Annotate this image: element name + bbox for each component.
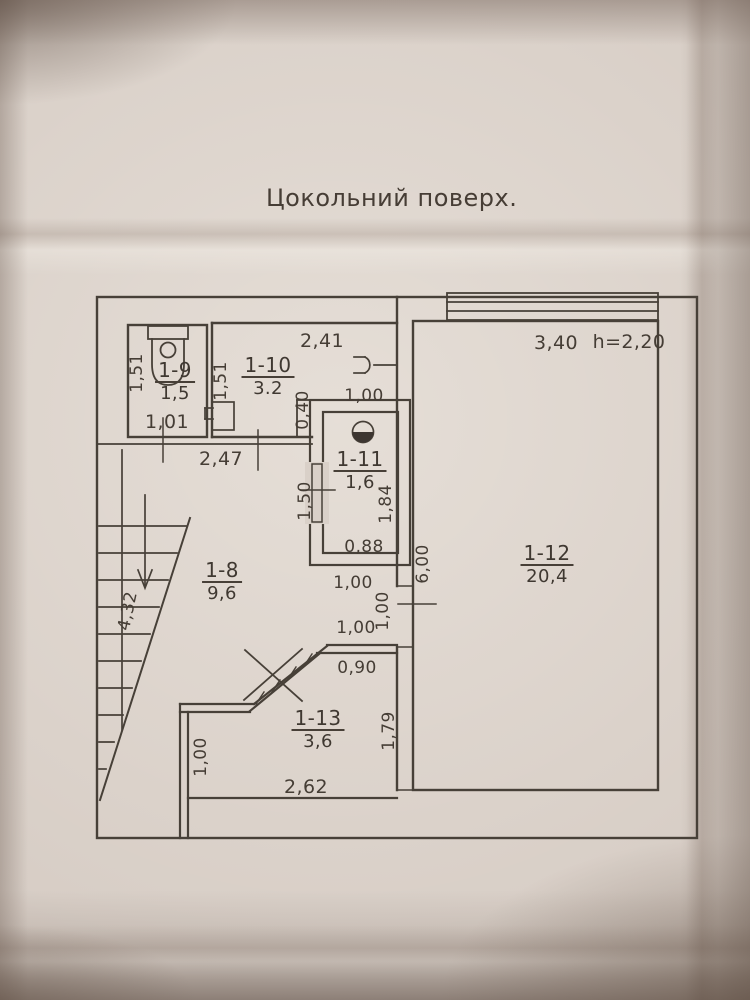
page-title: Цокольний поверх.: [266, 184, 518, 212]
dim-room110-width-top: 2,41: [300, 330, 344, 352]
toilet-icon: [147, 325, 189, 386]
room-number: 1-9: [155, 360, 195, 383]
room-label-1-12: 1-12 20,4: [520, 541, 574, 587]
dim-room113-top: 0,90: [337, 658, 377, 678]
demolition-cross-icon: [242, 647, 304, 703]
room-label-1-13: 1-13 3,6: [291, 706, 345, 752]
dim-ceiling-height: h=2,20: [592, 331, 666, 353]
dim-door-110: 1,00: [344, 386, 384, 406]
dim-hall-width: 2,47: [199, 448, 243, 470]
stairs: [98, 449, 192, 802]
room-area: 1,6: [345, 472, 375, 493]
room-label-1-10: 1-10 3.2: [241, 353, 295, 399]
dim-room113-right: 1,79: [379, 711, 399, 751]
room-1-12-walls: [411, 319, 660, 792]
dim-room113-left: 1,00: [191, 737, 211, 777]
room-number: 1-10: [241, 355, 295, 378]
room-number: 1-8: [202, 560, 242, 583]
dim-room111-height: 1,84: [376, 484, 396, 524]
room-area: 3,6: [303, 731, 333, 752]
room-area: 1,5: [160, 383, 190, 404]
dim-vestibule-top: 1,00: [333, 573, 373, 593]
dim-room111-door-wall: 1,50: [295, 481, 315, 521]
dim-room113-bottom: 2,62: [284, 776, 328, 798]
dim-room110-height: 1,51: [211, 361, 231, 401]
dim-room111-width: 0,88: [344, 537, 384, 557]
dim-room19-door: 1,01: [145, 411, 189, 433]
room-number: 1-13: [291, 708, 345, 731]
room-1-11-walls: [300, 398, 412, 567]
dim-vestibule-side: 1,00: [373, 591, 393, 631]
room-label-1-11: 1-11 1,6: [333, 447, 387, 493]
dim-window-width: 3,40: [534, 332, 578, 354]
room-label-1-9: 1-9 1,5: [155, 358, 195, 404]
door-leaf: [311, 463, 323, 523]
boiler-icon: [351, 420, 375, 444]
room-number: 1-12: [520, 543, 574, 566]
dim-room112-depth: 6,00: [413, 544, 433, 584]
dim-vestibule-bottom: 1,00: [336, 618, 376, 638]
diagonal-wall-hatches: [255, 653, 313, 705]
room-area: 3.2: [253, 378, 283, 399]
dim-wall-niche: 0,40: [293, 390, 313, 430]
door-opening: [305, 462, 329, 524]
dim-room19-height: 1,51: [127, 353, 147, 393]
door-swing-icon: [353, 355, 398, 375]
room-number: 1-11: [333, 449, 387, 472]
room-label-1-8: 1-8 9,6: [202, 558, 242, 604]
sink-icon: [204, 401, 235, 431]
room-area: 9,6: [207, 583, 237, 604]
stair-direction-arrow-icon: [136, 494, 154, 591]
room-area: 20,4: [526, 566, 568, 587]
room-1-9-walls: [126, 323, 209, 463]
